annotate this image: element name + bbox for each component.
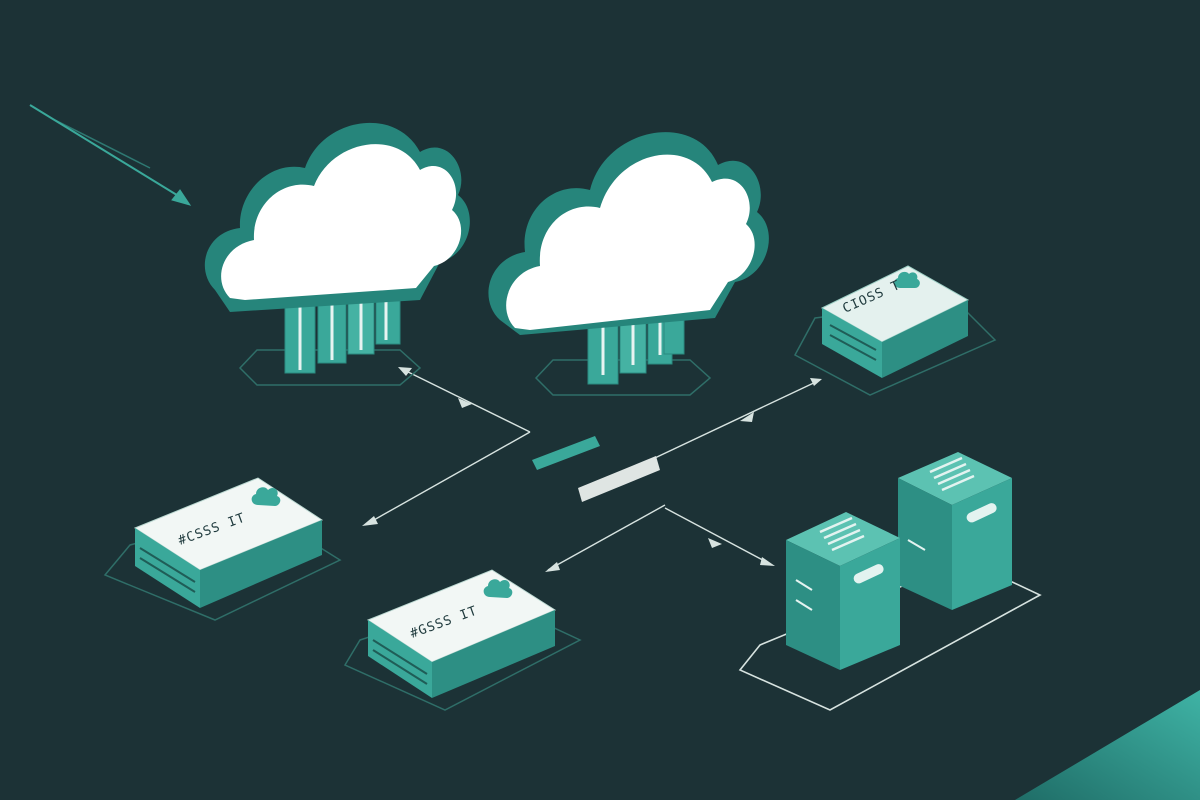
device-box-center-bottom: #GSSS IT bbox=[343, 569, 582, 711]
server-towers bbox=[738, 452, 1042, 711]
connector-lines bbox=[364, 367, 821, 571]
hub-teal-block bbox=[532, 436, 600, 470]
cloud-icon bbox=[506, 154, 755, 330]
arrow-icon bbox=[458, 398, 472, 408]
device-box-right-top: CIOSS T bbox=[793, 265, 997, 396]
arrow-icon bbox=[810, 378, 822, 386]
server-tower-icon bbox=[898, 452, 1012, 610]
device-box-left-middle: #CSSS IT bbox=[103, 477, 342, 621]
arrow-icon bbox=[708, 538, 722, 548]
server-tower-icon bbox=[786, 512, 900, 670]
cloud-server-1 bbox=[204, 122, 470, 386]
cloud-icon bbox=[251, 487, 281, 506]
arrow-icon bbox=[740, 412, 754, 422]
arrow-icon bbox=[362, 516, 378, 526]
incoming-arrow-icon bbox=[29, 104, 192, 206]
arrow-heads bbox=[362, 367, 822, 572]
cloud-icon bbox=[221, 144, 462, 300]
arrow-icon bbox=[398, 367, 412, 376]
cloud-icon bbox=[894, 271, 920, 288]
arrow-icon bbox=[545, 562, 560, 572]
hub-gray-block bbox=[578, 456, 660, 502]
arrow-icon bbox=[760, 557, 775, 566]
accent-stripe bbox=[1015, 690, 1200, 800]
cloud-icon bbox=[483, 579, 513, 598]
cloud-server-2 bbox=[488, 132, 769, 396]
